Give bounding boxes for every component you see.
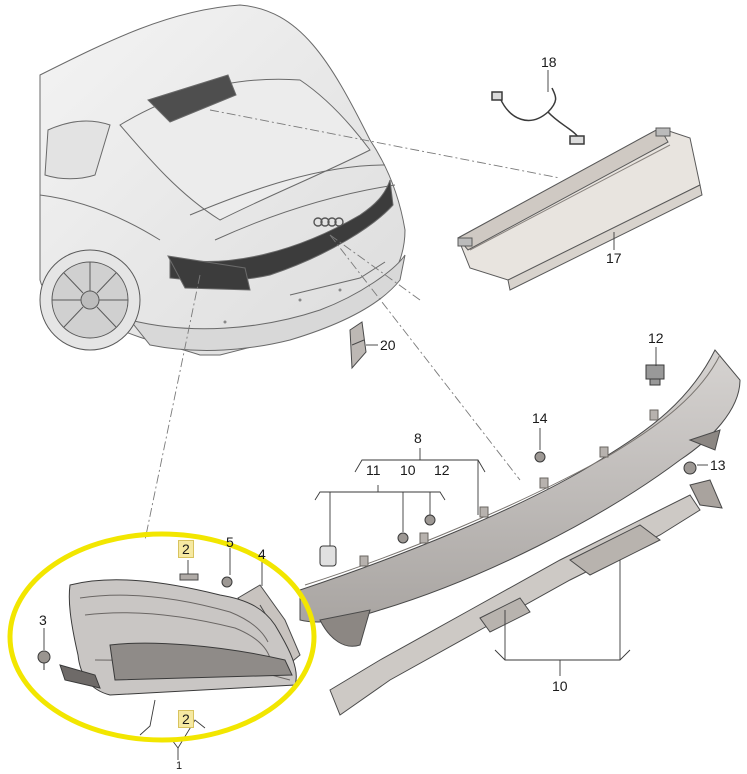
part-18-wiring-harness bbox=[491, 87, 585, 145]
callout-18: 18 bbox=[541, 54, 557, 70]
callout-8: 8 bbox=[414, 430, 422, 446]
callout-10-bottom: 10 bbox=[552, 678, 568, 694]
callout-5: 5 bbox=[226, 534, 234, 550]
callout-4: 4 bbox=[258, 546, 266, 562]
part-17-third-brake-light bbox=[457, 127, 703, 291]
callout-3: 3 bbox=[39, 612, 47, 628]
part-3-screw bbox=[37, 650, 51, 670]
callout-12-top: 12 bbox=[648, 330, 664, 346]
part-1-tail-lamp bbox=[59, 579, 297, 696]
fasteners bbox=[221, 451, 697, 588]
callout-17: 17 bbox=[606, 250, 622, 266]
callout-14: 14 bbox=[532, 410, 548, 426]
callout-12-mid: 12 bbox=[434, 462, 450, 478]
callout-20: 20 bbox=[380, 337, 396, 353]
callout-2-top: 2 bbox=[178, 540, 194, 558]
car-rear-view bbox=[39, 4, 406, 356]
part-12-clip bbox=[645, 364, 665, 386]
leader-lines bbox=[43, 70, 708, 760]
highlight-circle bbox=[7, 531, 317, 743]
callout-1: 1 bbox=[176, 760, 183, 772]
callout-11: 11 bbox=[366, 462, 381, 478]
callout-13: 13 bbox=[710, 457, 726, 473]
part-20-bracket bbox=[349, 321, 367, 370]
callout-10-top: 10 bbox=[400, 462, 416, 478]
reference-lines bbox=[144, 109, 561, 541]
part-2-seal bbox=[179, 573, 199, 581]
part-8-bumper-trim bbox=[299, 349, 741, 647]
callout-2-bottom: 2 bbox=[178, 710, 194, 728]
